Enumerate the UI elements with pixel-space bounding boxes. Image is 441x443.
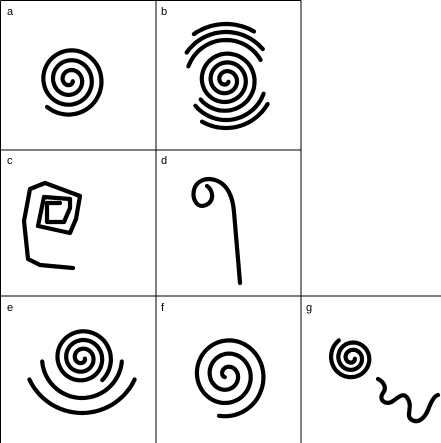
panel-label-d: d	[161, 155, 167, 167]
panel-label-b: b	[161, 6, 167, 18]
panel-label-f: f	[161, 302, 165, 314]
panel-label-e: e	[7, 302, 13, 314]
spiral-b-drawing	[187, 24, 268, 128]
spiral-g-drawing	[331, 340, 438, 421]
spiral-a-drawing	[43, 50, 101, 114]
panel-label-a: a	[7, 6, 14, 18]
panel-label-c: c	[7, 155, 13, 167]
square-spiral-c-drawing	[24, 183, 80, 268]
panel-label-g: g	[306, 302, 312, 314]
hook-d-drawing	[194, 179, 240, 283]
spiral-e-drawing	[29, 331, 134, 413]
spiral-f-drawing	[197, 340, 264, 416]
